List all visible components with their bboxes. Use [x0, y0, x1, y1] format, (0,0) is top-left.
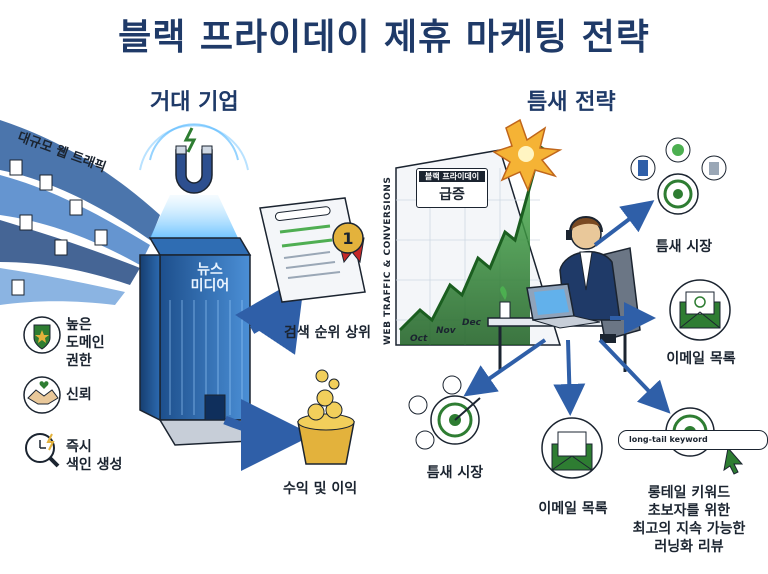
magnifier-clock-icon	[25, 433, 60, 468]
tower-label: 뉴스 미디어	[190, 262, 230, 294]
label-email-list-right: 이메일 목록	[666, 351, 736, 367]
label-niche-market-top: 틈새 시장	[655, 239, 713, 255]
arrow-to-email-list-bottom	[553, 339, 586, 416]
chart-month-nov: Nov	[436, 326, 456, 336]
shield-star-icon	[23, 316, 61, 354]
traffic-stream	[0, 120, 160, 305]
page-title: 블랙 프라이데이 제휴 마케팅 전략	[118, 17, 650, 58]
arrow-to-longtail	[598, 338, 671, 414]
gold-bucket-icon	[297, 369, 355, 465]
burst-icon	[492, 118, 563, 193]
chart-month-oct: Oct	[410, 334, 428, 344]
envelope-icon-right	[669, 279, 731, 341]
magnet-icon	[139, 123, 249, 194]
target-icon-top	[657, 173, 699, 215]
chart-month-dec: Dec	[462, 318, 481, 328]
right-section-heading: 틈새 전략	[527, 90, 616, 115]
target-icon-bottom	[408, 375, 481, 450]
laptop-icon	[526, 283, 601, 329]
handshake-icon	[23, 376, 61, 414]
search-results-card	[259, 197, 366, 303]
person-with-headset	[559, 216, 621, 321]
arrow-to-niche-market-top	[593, 200, 655, 247]
feature-label-authority: 높은 도메인 권한	[66, 317, 105, 369]
label-email-list-bottom: 이메일 목록	[538, 501, 608, 517]
envelope-icon-bottom	[541, 417, 603, 479]
longtail-search-input: long-tail keyword	[618, 430, 768, 450]
cursor-icon	[723, 446, 744, 475]
left-section-heading: 거대 기업	[150, 90, 239, 115]
callout-small-text: 블랙 프라이데이	[419, 171, 485, 182]
label-niche-market-bottom: 틈새 시장	[426, 465, 484, 481]
black-friday-callout: 블랙 프라이데이 급증	[416, 168, 488, 208]
rank-badge-icon	[332, 222, 365, 264]
feature-label-trust: 신뢰	[66, 387, 92, 403]
phone-on-desk	[600, 334, 616, 343]
niche-product-icons-top	[630, 137, 727, 181]
feature-label-indexing: 즉시 색인 생성	[66, 439, 123, 473]
outcome-search-rank: 검색 순위 상위	[284, 325, 372, 341]
traffic-doc-icons	[9, 159, 108, 296]
magnet-beam	[150, 195, 238, 238]
outcome-revenue: 수익 및 이익	[283, 481, 358, 497]
callout-big-text: 급증	[439, 187, 465, 203]
rank-badge-number: 1	[342, 229, 354, 248]
label-longtail: 롱테일 키워드 초보자를 위한 최고의 지속 가능한 러닝화 리뷰	[632, 485, 746, 555]
arrow-to-niche-market-bottom	[463, 338, 547, 397]
chart-ylabel: WEB TRAFFIC & CONVERSIONS	[383, 176, 393, 345]
arrow-to-revenue	[223, 398, 313, 471]
